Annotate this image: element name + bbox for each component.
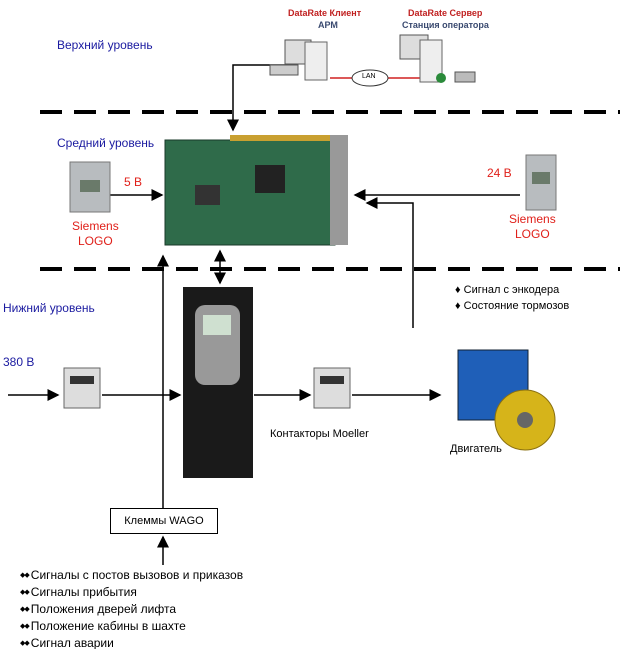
logo-left-voltage: 5 В	[124, 175, 143, 189]
input-signals-list: Сигналы с постов вызовов и приказов Сигн…	[20, 567, 243, 649]
level-dividers	[40, 110, 620, 271]
logo-left-name1: Siemens	[72, 219, 119, 233]
logo-left-name2: LOGO	[78, 234, 113, 248]
contactors-label: Контакторы Moeller	[270, 428, 369, 440]
server-title: DataRate Сервер	[408, 8, 483, 18]
siemens-logo-right-image	[525, 154, 557, 211]
logo-right-name1: Siemens	[509, 212, 556, 226]
list-item: Сигнал аварии	[20, 635, 243, 649]
motor-label: Двигатель	[450, 443, 502, 455]
contactor-1-image	[63, 367, 101, 409]
server-computer-icon	[399, 34, 476, 83]
frequency-inverter-image	[183, 287, 253, 478]
server-subtitle: Станция оператора	[402, 20, 489, 30]
encoder-signal-item: ♦ Сигнал с энкодера	[455, 284, 560, 296]
contactor-2-image	[313, 367, 351, 409]
list-item: Положения дверей лифта	[20, 601, 243, 618]
level-bottom-label: Нижний уровень	[3, 301, 95, 315]
lan-label: LAN	[362, 73, 376, 80]
client-title: DataRate Клиент	[288, 8, 362, 18]
level-top-label: Верхний уровень	[57, 38, 153, 52]
logo-right-voltage: 24 В	[487, 166, 512, 180]
logo-right-name2: LOGO	[515, 227, 550, 241]
brake-state-item: ♦ Состояние тормозов	[455, 300, 570, 312]
list-item: Сигналы с постов вызовов и приказов	[20, 567, 243, 584]
list-item: Положение кабины в шахте	[20, 618, 243, 635]
level-middle-label: Средний уровень	[57, 136, 155, 150]
client-computer-icon	[269, 39, 328, 81]
controller-board-image	[164, 135, 348, 246]
wago-terminals-box: Клеммы WAGO	[110, 508, 218, 534]
client-subtitle: АРМ	[318, 20, 338, 30]
supply-voltage-label: 380 В	[3, 355, 35, 369]
motor-image	[457, 349, 556, 451]
list-item: Сигналы прибытия	[20, 584, 243, 601]
siemens-logo-left-image	[69, 161, 111, 213]
